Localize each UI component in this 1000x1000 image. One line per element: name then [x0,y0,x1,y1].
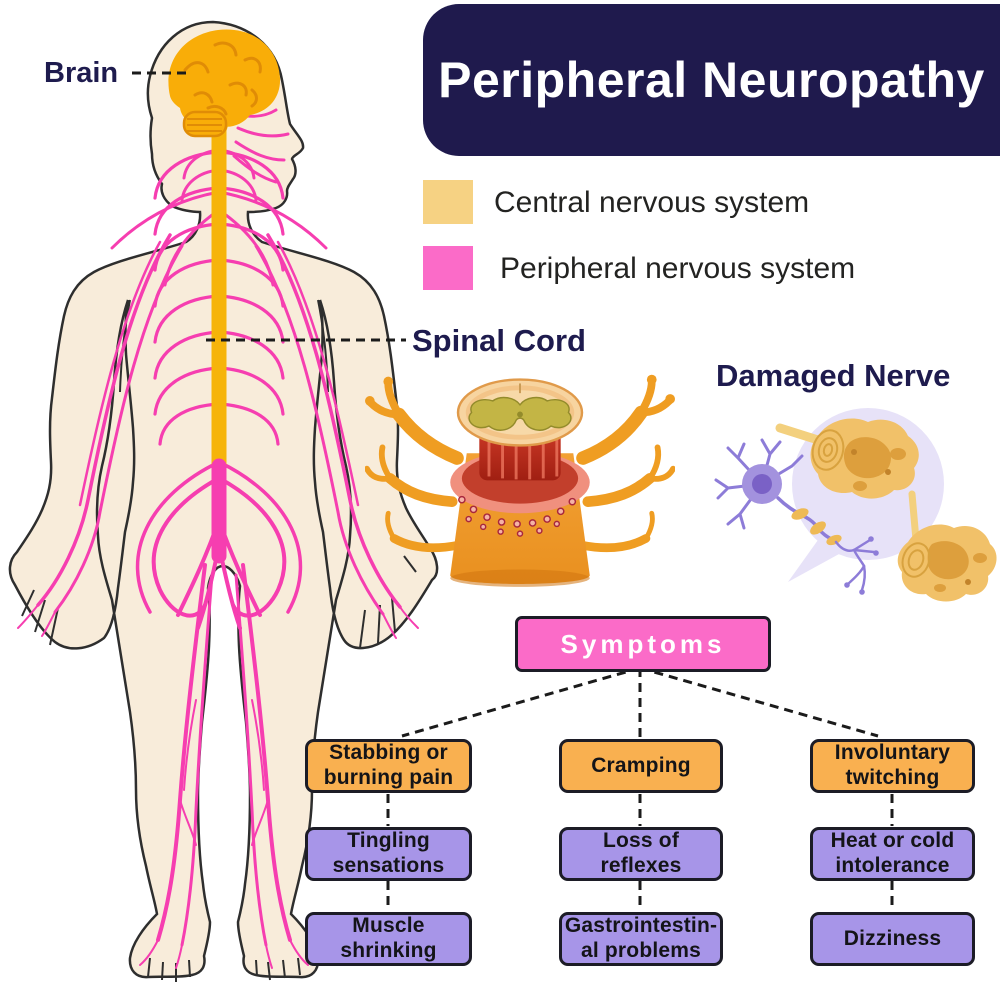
title-banner: Peripheral Neuropathy [423,4,1000,156]
symptom-box-heat-or-cold-intolerance: Heat or cold intolerance [810,827,975,881]
symptom-box-cramping: Cramping [559,739,723,793]
symptom-box-loss-of-reflexes: Loss of reflexes [559,827,723,881]
symptom-box-tingling-sensations: Tingling sensations [305,827,472,881]
symptoms-header-label: Symptoms [560,628,726,659]
spinal-cord-cross-section-illustration [365,374,675,587]
rim-cells [458,495,577,537]
symptom-box-muscle-shrinking: Muscle shrinking [305,912,472,966]
human-body-nervous-system-illustration [8,20,439,982]
spinal-cord-label: Spinal Cord [412,323,586,358]
damaged-nerve-segment-lower [897,524,997,602]
axon-terminals [834,538,876,592]
peripheral-nerves [17,108,419,969]
symptoms-branch-right [639,666,879,738]
legend-label-central: Central nervous system [494,186,810,219]
symptom-box-stabbing-burning-pain: Stabbing or burning pain [305,739,472,793]
legend-swatch-peripheral [423,246,473,290]
damaged-nerve-segment-upper [810,418,919,499]
legend-swatch-central [423,180,473,224]
symptom-box-gastrointestinal-problems: Gastrointestin- al problems [559,912,723,966]
legend-label-peripheral: Peripheral nervous system [500,252,856,285]
nerve-roots [365,374,675,553]
symptoms-branch-left [401,666,641,738]
brain-label: Brain [44,57,119,89]
cross-section-disc [456,378,584,447]
page-title: Peripheral Neuropathy [438,52,985,108]
symptoms-header: Symptoms [515,616,771,672]
damaged-nerve-illustration [714,408,997,602]
brain-graphic [168,29,281,138]
symptom-box-dizziness: Dizziness [810,912,975,966]
symptom-box-involuntary-twitching: Involuntary twitching [810,739,975,793]
damaged-nerve-label: Damaged Nerve [716,358,951,393]
